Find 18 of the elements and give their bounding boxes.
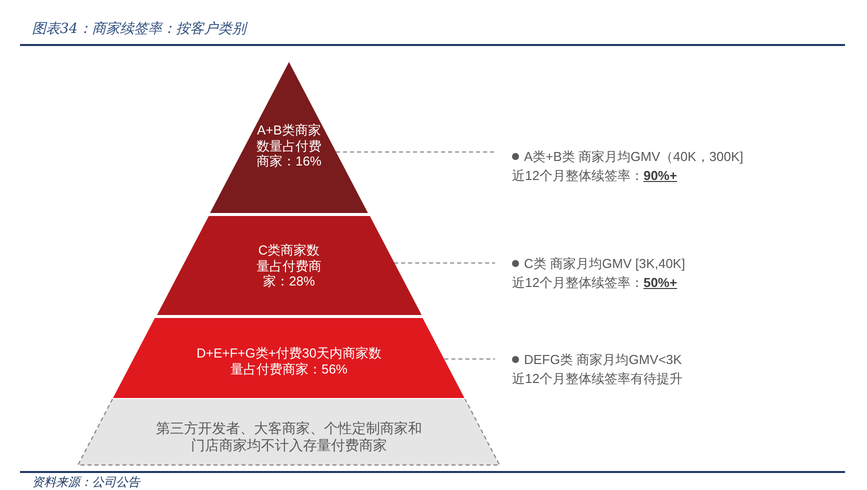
pyramid-tier <box>210 62 368 213</box>
pyramid-tier <box>78 399 500 465</box>
pyramid-tier <box>113 318 465 398</box>
note-text: C类 商家月均GMV [3K,40K] <box>524 255 686 273</box>
note-text: 近12个月整体续签率：90%+ <box>512 167 678 185</box>
leader-line <box>444 358 496 360</box>
pyramid-tier <box>156 216 422 315</box>
tier-label: A+B类商家数量占付费商家：16% <box>255 122 322 170</box>
note-text: DEFG类 商家月均GMV<3K <box>524 351 682 369</box>
figure-title: 图表34：商家续签率：按客户类别 <box>32 20 246 38</box>
tier-label: D+E+F+G类+付费30天内商家数量占付费商家：56% <box>196 345 382 377</box>
tier-label: 第三方开发者、大客商家、个性定制商家和门店商家均不计入存量付费商家 <box>154 420 423 454</box>
source-caption: 资料来源：公司公告 <box>32 475 140 489</box>
note-text: 近12个月整体续签率有待提升 <box>512 370 682 388</box>
note-text: A类+B类 商家月均GMV（40K，300K] <box>524 148 744 166</box>
note-text: 近12个月整体续签率：50%+ <box>512 274 678 292</box>
tier-label: C类商家数量占付费商家：28% <box>255 242 322 290</box>
leader-line <box>394 262 496 264</box>
